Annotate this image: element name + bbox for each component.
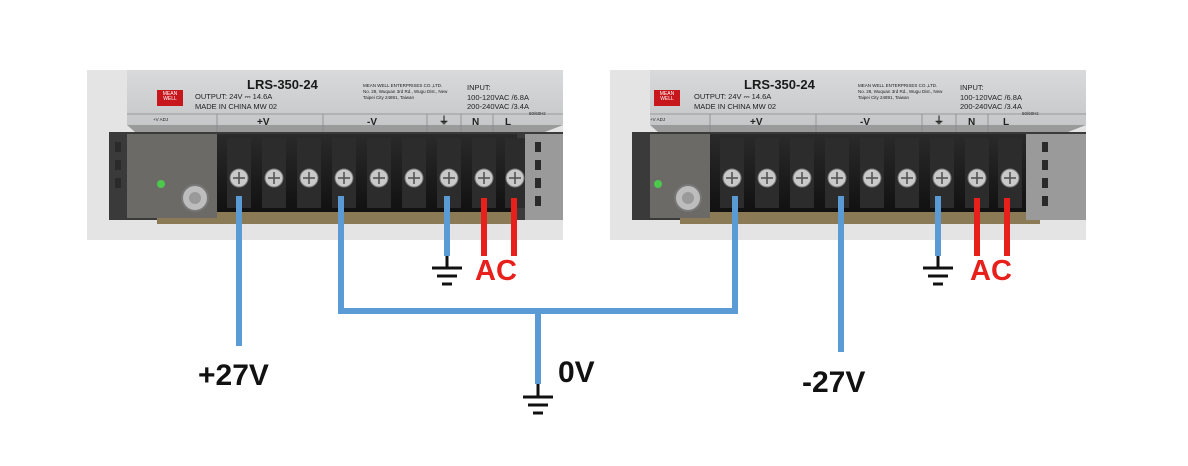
input-rating-2: 200-240VAC /3.4A — [960, 102, 1022, 111]
address-line-1: No. 28, Wuquan 3rd Rd., Wugu Dist., New — [363, 89, 448, 94]
address-line-2: Taipei City 24891, Taiwan — [858, 95, 909, 100]
power-supply-left-body — [87, 70, 563, 240]
manufacturer-name: MEAN WELL ENTERPRISES CO.,LTD. — [363, 83, 443, 88]
terminal-label-plus-v: +V — [750, 117, 763, 128]
address-line-2: Taipei City 24891, Taiwan — [363, 95, 414, 100]
address-line-1: No. 28, Wuquan 3rd Rd., Wugu Dist., New — [858, 89, 943, 94]
frequency-label: 50/60Hz — [1022, 111, 1039, 116]
input-rating-2: 200-240VAC /3.4A — [467, 102, 529, 111]
brand-logo: MEAN WELL — [654, 90, 680, 106]
input-rating-1: 100-120VAC /6.8A — [960, 93, 1022, 102]
label-plus-27v: +27V — [198, 359, 269, 392]
model-name: LRS-350-24 — [744, 77, 815, 92]
wire-common-bridge — [338, 196, 738, 314]
made-in-label: MADE IN CHINA MW 02 — [195, 102, 278, 111]
terminal-label-l: L — [505, 117, 512, 128]
model-name: LRS-350-24 — [247, 77, 318, 92]
terminal-label-minus-v: -V — [367, 117, 377, 128]
input-title: INPUT: — [960, 83, 984, 92]
input-rating-1: 100-120VAC /6.8A — [467, 93, 529, 102]
ground-symbol-center — [523, 384, 553, 415]
label-minus-27v: -27V — [802, 366, 866, 399]
ground-symbol-left — [432, 256, 462, 286]
brand-logo: MEAN WELL — [157, 90, 183, 106]
adjust-label: +V ADJ — [153, 117, 169, 122]
terminal-label-plus-v: +V — [257, 117, 270, 128]
made-in-label: MADE IN CHINA MW 02 — [694, 102, 777, 111]
label-zero-volt: 0V — [558, 356, 595, 389]
output-rating: OUTPUT: 24V ⎓ 14.6A — [195, 92, 273, 101]
terminal-label-l: L — [1003, 117, 1010, 128]
terminal-label-ground: ⏚ — [934, 116, 944, 127]
terminal-label-n: N — [472, 117, 480, 128]
ac-label-left: AC — [475, 255, 517, 287]
terminal-label-ground: ⏚ — [439, 116, 449, 127]
terminal-label-minus-v: -V — [860, 117, 870, 128]
manufacturer-name: MEAN WELL ENTERPRISES CO.,LTD. — [858, 83, 938, 88]
power-supply-left: MEAN WELL LRS-350-24 OUTPUT: 24V ⎓ 14.6A… — [87, 70, 563, 240]
terminal-label-n: N — [968, 117, 976, 128]
frequency-label: 50/60Hz — [529, 111, 546, 116]
ground-symbol-right — [923, 256, 953, 286]
ac-label-right: AC — [970, 255, 1012, 287]
output-rating: OUTPUT: 24V ⎓ 14.6A — [694, 92, 772, 101]
input-title: INPUT: — [467, 83, 491, 92]
adjust-label: +V ADJ — [650, 117, 666, 122]
